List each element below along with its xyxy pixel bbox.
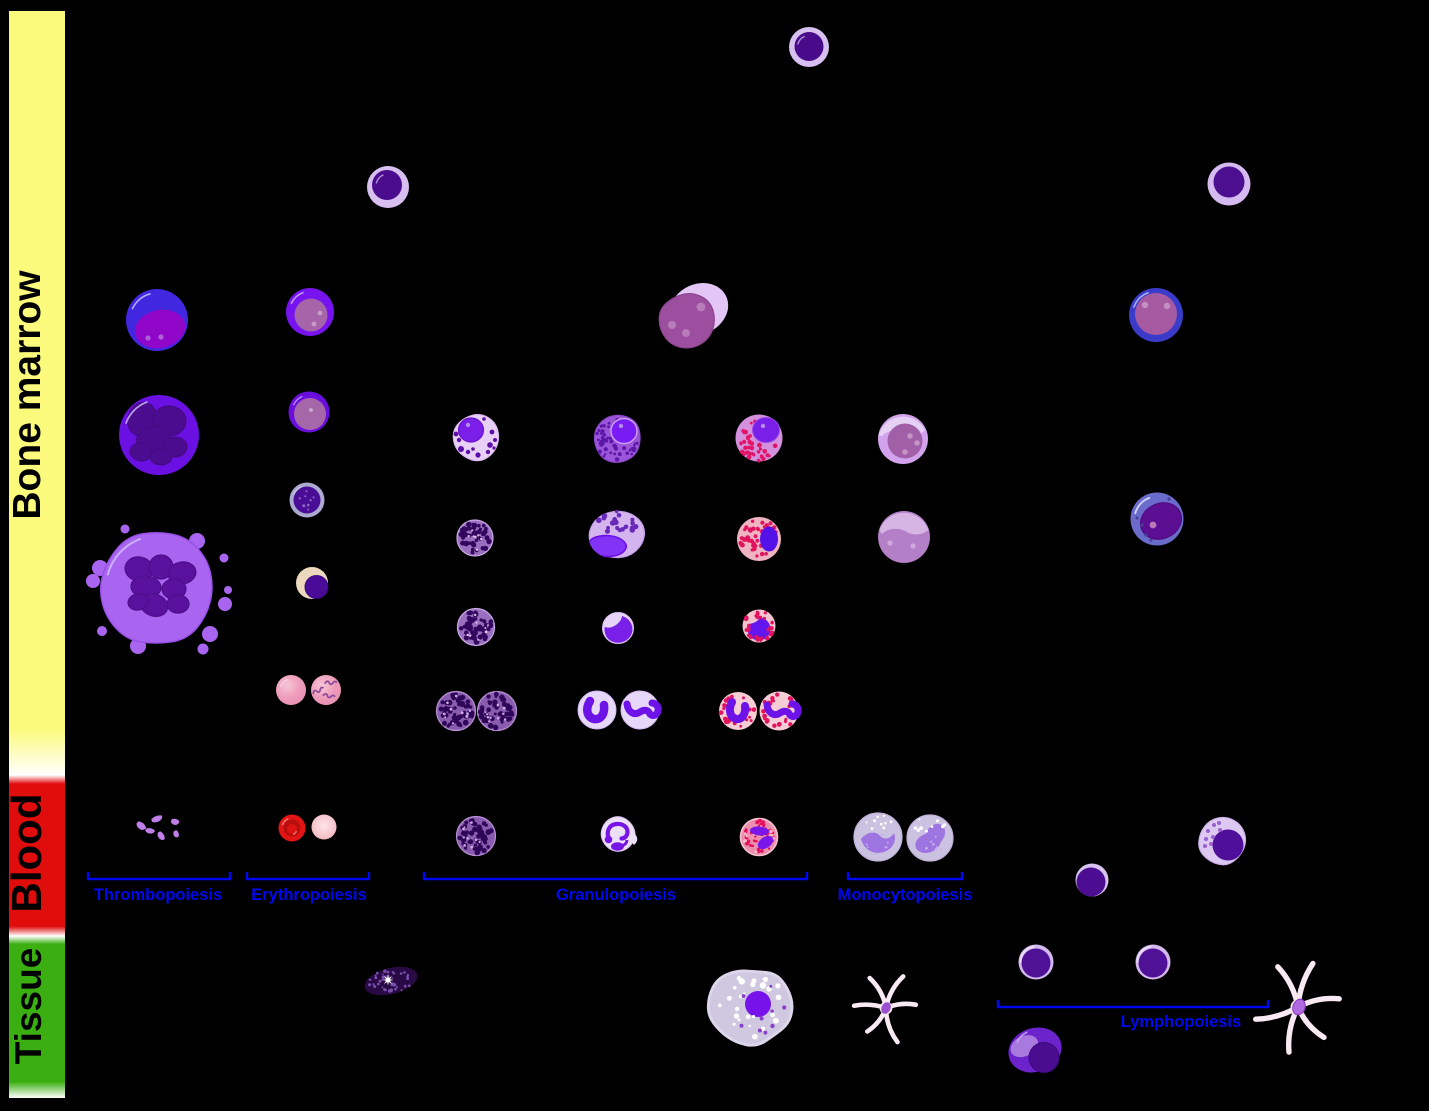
svg-text:Thrombopoiesis: Thrombopoiesis xyxy=(94,886,222,904)
svg-text:Blood: Blood xyxy=(3,794,50,913)
svg-text:Bone marrow: Bone marrow xyxy=(6,270,49,520)
svg-text:Monocytopoiesis: Monocytopoiesis xyxy=(838,886,973,904)
svg-text:Lymphopoiesis: Lymphopoiesis xyxy=(1121,1013,1241,1031)
svg-text:Erythropoiesis: Erythropoiesis xyxy=(251,886,367,904)
svg-text:Tissue: Tissue xyxy=(8,948,49,1065)
svg-text:Granulopoiesis: Granulopoiesis xyxy=(556,886,676,904)
